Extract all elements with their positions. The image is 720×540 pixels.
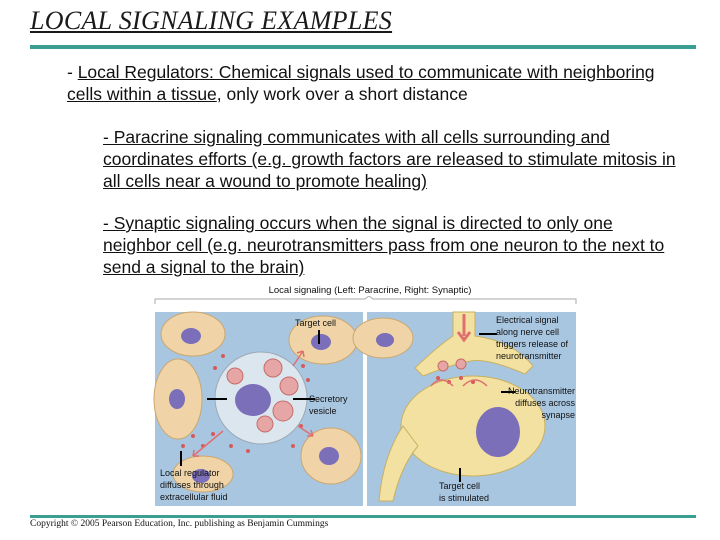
local-signaling-figure: Target cell Secretory vesicle Local regu…	[153, 295, 578, 506]
p1-dash: -	[67, 62, 78, 82]
nucleus	[476, 407, 520, 457]
title-divider	[30, 45, 696, 49]
paracrine-cells	[153, 311, 362, 493]
nucleus	[376, 333, 394, 347]
local-regulator-molecules	[181, 354, 310, 453]
secretory-vesicle	[256, 415, 274, 433]
label-secretory-vesicle: Secretory vesicle	[309, 394, 348, 416]
label-target-cell-left: Target cell	[295, 318, 337, 328]
presynaptic-terminal	[414, 311, 534, 377]
p1-lead: Local Regulators: Chemical signals used …	[67, 62, 655, 104]
footer-divider	[30, 515, 696, 518]
nucleus	[169, 389, 185, 409]
secretory-vesicle	[272, 400, 294, 422]
nucleus	[181, 328, 201, 344]
nucleus	[311, 334, 331, 350]
copyright-notice: Copyright © 2005 Pearson Education, Inc.…	[30, 519, 329, 529]
nucleus	[192, 469, 210, 483]
page-title: LOCAL SIGNALING EXAMPLES	[30, 6, 393, 35]
nucleus	[235, 384, 271, 416]
figure-title: Local signaling (Left: Paracrine, Right:…	[268, 285, 472, 296]
synaptic-paragraph: - Synaptic signaling occurs when the sig…	[103, 213, 665, 277]
p1-tail: , only work over a short distance	[216, 84, 468, 104]
synaptic-vesicle	[455, 358, 467, 370]
dendrite	[378, 425, 419, 502]
figure-bracket	[154, 295, 577, 304]
label-electrical-signal: Electrical signal along nerve cell trigg…	[496, 315, 569, 361]
local-regulators-paragraph: - Local Regulators: Chemical signals use…	[67, 61, 667, 105]
label-target-cell-right: Target cell is stimulated	[439, 481, 490, 503]
figure-illustration	[153, 295, 577, 506]
diffusion-arrows	[192, 350, 314, 457]
synaptic-vesicle	[437, 360, 449, 372]
label-neurotransmitter: Neurotransmitter diffuses across synapse	[507, 386, 575, 420]
signal-arrowhead	[456, 331, 472, 343]
secretory-vesicle	[279, 376, 299, 396]
label-leaders-left	[180, 330, 320, 466]
synaptic-cells	[352, 311, 546, 502]
diffusion-arrow	[462, 379, 488, 387]
nucleus	[319, 447, 339, 465]
secretory-vesicle	[263, 358, 283, 378]
secretory-vesicle	[226, 367, 244, 385]
label-leaders-right	[459, 333, 515, 482]
paracrine-paragraph: - Paracrine signaling communicates with …	[103, 127, 676, 191]
label-local-regulator: Local regulator diffuses through extrace…	[160, 468, 228, 502]
diffusion-arrow	[430, 379, 454, 387]
